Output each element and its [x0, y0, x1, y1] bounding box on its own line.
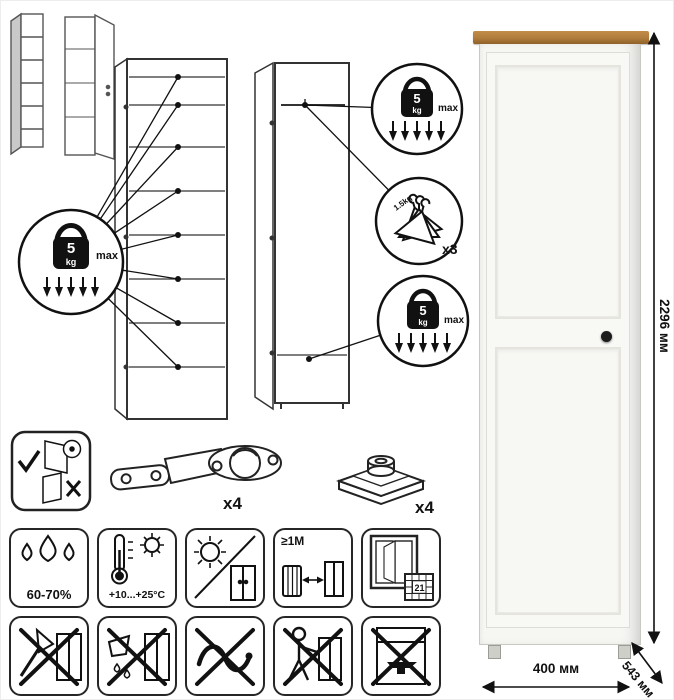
callout-lines	[70, 76, 179, 368]
shelf-load-badge: 5 kg max	[17, 208, 125, 316]
no-carry-icon	[283, 626, 343, 686]
cross-icon	[65, 480, 82, 497]
load-unit: kg	[66, 257, 77, 267]
foot-qty-label: x4	[415, 498, 434, 517]
window-number-label: 21	[414, 583, 424, 593]
small-cabinet-door-icon	[64, 13, 115, 160]
no-solvents-cell	[185, 616, 265, 696]
small-cabinet-closed-icon	[10, 12, 44, 156]
hanger-count-label: x3	[442, 241, 458, 257]
door-upper-panel	[495, 65, 621, 319]
no-sharp-tools-cell	[9, 616, 89, 696]
prohibition-cross-icon	[107, 628, 167, 686]
height-dimension-label: 2296 мм	[657, 299, 672, 353]
foot-icon	[336, 455, 426, 506]
temperature-cell: +10...+25°C	[97, 528, 177, 608]
no-liquid-icon	[107, 628, 170, 686]
wardrobe-diagram: 5 kg max 1.5kg x3 5 kg max	[254, 61, 470, 411]
temperature-label: +10...+25°C	[108, 589, 166, 601]
callout-dot	[302, 102, 308, 108]
load-unit: kg	[418, 318, 427, 327]
wardrobe-drawing	[254, 61, 350, 411]
depth-dimension-arrow	[631, 641, 663, 685]
hinge-qty-label: x4	[223, 494, 242, 513]
no-liquids-cell	[97, 616, 177, 696]
weight-handle-icon	[54, 223, 88, 240]
no-moving-loaded-cell	[273, 616, 353, 696]
door-lower-panel	[495, 347, 621, 615]
door-adjust-icon	[10, 430, 92, 512]
water-drops-icon	[21, 534, 75, 563]
humidity-cell: 60-70%	[9, 528, 89, 608]
bottom-shelf-load-badge: 5 kg max	[376, 274, 470, 368]
callout-dot	[306, 356, 312, 362]
cabinet-wood-top	[473, 31, 649, 44]
prohibition-cross-icon	[195, 628, 255, 686]
humidity-label: 60-70%	[26, 587, 72, 602]
load-value: 5	[413, 91, 420, 106]
foot-hardware: x4	[336, 455, 434, 517]
cabinet-leg	[488, 645, 501, 659]
check-icon	[17, 450, 41, 473]
hanger-icon	[393, 193, 444, 246]
load-unit: kg	[412, 106, 421, 115]
ventilation-cell: 21	[361, 528, 441, 608]
load-max-label: max	[444, 315, 464, 326]
hinge-icon	[110, 445, 282, 491]
top-shelf-load-badge: 5 kg max	[370, 62, 464, 156]
cabinet-leg	[618, 645, 631, 659]
callout-dots	[175, 74, 181, 370]
cabinet-photo	[479, 44, 641, 645]
window-icon: 21	[369, 534, 434, 601]
sun-cabinet-icon	[194, 535, 256, 601]
heat-distance-cell: ≥1M	[273, 528, 353, 608]
door-knob	[601, 331, 612, 342]
prohibition-cross-icon	[19, 628, 79, 686]
sunlight-cell	[185, 528, 265, 608]
no-heavy-objects-cell	[361, 616, 441, 696]
shelf-cabinet-drawing	[114, 57, 228, 421]
no-anvil-icon	[371, 627, 431, 686]
load-max-label: max	[438, 103, 458, 114]
distance-label: ≥1M	[281, 534, 305, 548]
hanger-load-badge: 1.5kg x3	[374, 176, 464, 266]
dimensions-overlay: 2296 мм 400 мм 543 мм	[481, 31, 672, 700]
depth-dimension-label: 543 мм	[619, 659, 657, 700]
no-axe-icon	[19, 627, 82, 686]
shelf-cabinet-diagram: 5 kg max	[17, 57, 228, 421]
hinge-hardware: x4	[110, 445, 282, 513]
prohibition-cross-icon	[371, 628, 431, 686]
no-solvents-icon	[195, 628, 255, 686]
weight-icon	[401, 89, 433, 117]
weight-icon	[407, 301, 439, 329]
thermometer-icon	[111, 533, 164, 585]
radiator-cabinet-icon	[282, 561, 344, 597]
weight-icon	[53, 237, 89, 269]
prohibition-cross-icon	[283, 628, 343, 686]
load-max-label: max	[96, 250, 119, 262]
small-cabinets-overview	[10, 12, 115, 160]
width-dimension-label: 400 мм	[533, 661, 579, 676]
load-value: 5	[419, 303, 426, 318]
load-value: 5	[67, 240, 75, 257]
